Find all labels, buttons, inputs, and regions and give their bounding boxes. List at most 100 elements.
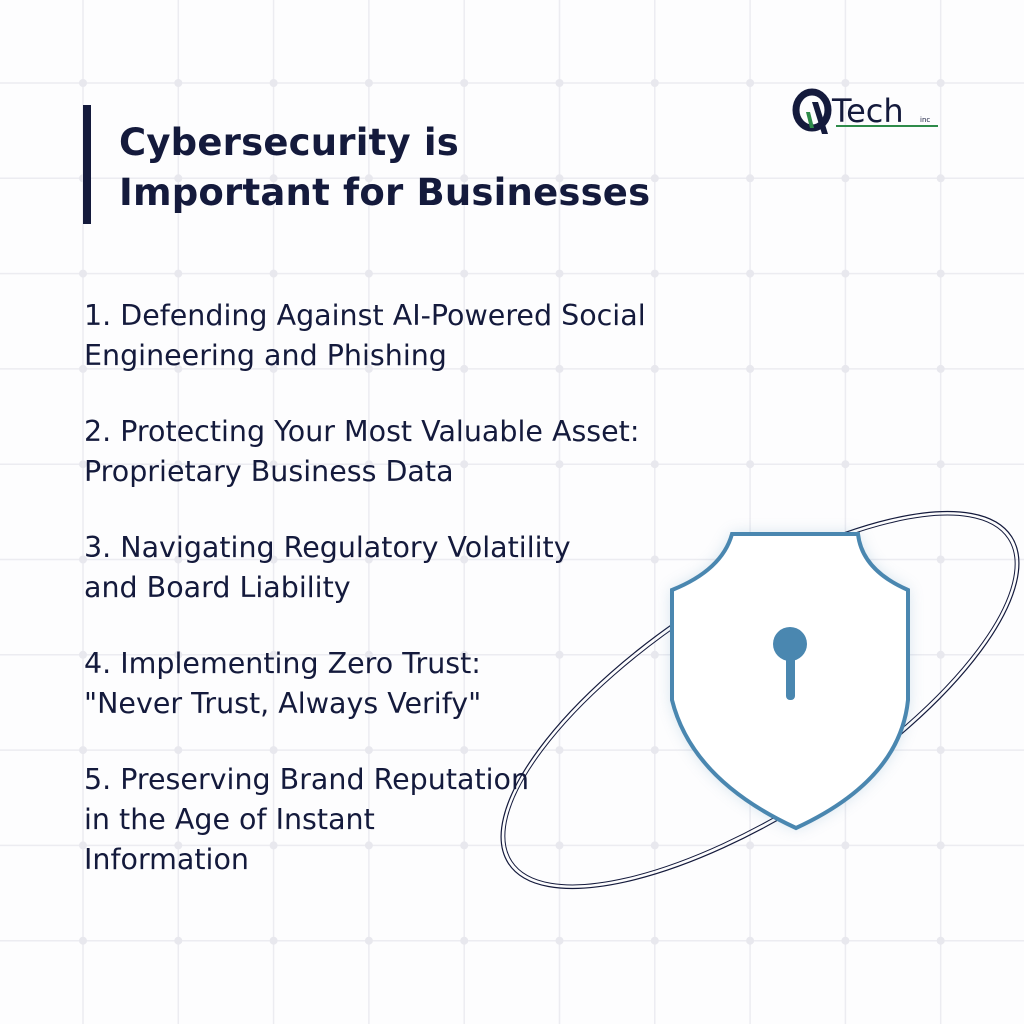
grid-dot xyxy=(460,174,469,183)
grid-dot xyxy=(841,460,850,469)
grid-dot xyxy=(841,936,850,945)
grid-dot xyxy=(79,555,87,564)
grid-dot xyxy=(555,79,564,87)
grid-dot xyxy=(364,555,373,564)
grid-dot xyxy=(555,460,564,469)
title-accent-bar xyxy=(83,105,91,224)
grid-dot xyxy=(841,364,850,373)
grid-dot xyxy=(269,936,278,945)
grid-dot xyxy=(79,364,87,373)
grid-dot xyxy=(936,936,945,945)
grid-dot xyxy=(79,269,87,278)
grid-dot xyxy=(746,460,755,469)
grid-dot xyxy=(174,174,183,183)
grid-dot xyxy=(555,174,564,183)
grid-dot xyxy=(269,555,278,564)
grid-dot xyxy=(460,746,469,755)
grid-dot xyxy=(460,364,469,373)
grid-dot xyxy=(841,555,850,564)
grid-dot xyxy=(174,79,183,87)
grid-dot xyxy=(460,555,469,564)
grid-dot xyxy=(936,269,945,278)
grid-dot xyxy=(936,460,945,469)
grid-dot xyxy=(746,555,755,564)
title-line-2: Important for Businesses xyxy=(119,171,651,214)
grid-dot xyxy=(364,936,373,945)
grid-dot xyxy=(79,936,87,945)
grid-dot xyxy=(460,650,469,659)
grid-dot xyxy=(936,650,945,659)
grid-dot xyxy=(364,364,373,373)
grid-dot xyxy=(269,841,278,850)
grid-dot xyxy=(650,269,659,278)
grid-dot xyxy=(841,841,850,850)
grid-dot xyxy=(269,364,278,373)
grid-dot xyxy=(746,269,755,278)
grid-dot xyxy=(269,174,278,183)
svg-text:inc: inc xyxy=(920,116,930,124)
grid-dot xyxy=(364,174,373,183)
grid-dot xyxy=(555,269,564,278)
grid-dot xyxy=(174,269,183,278)
grid-dot xyxy=(746,174,755,183)
grid-dot xyxy=(364,460,373,469)
svg-text:Tech: Tech xyxy=(831,92,904,130)
grid-dot xyxy=(79,460,87,469)
grid-dot xyxy=(841,269,850,278)
grid-dot xyxy=(650,841,659,850)
grid-dot xyxy=(460,936,469,945)
grid-dot xyxy=(269,746,278,755)
grid-dot xyxy=(79,650,87,659)
grid-dot xyxy=(460,841,469,850)
grid-dot xyxy=(174,364,183,373)
grid-dot xyxy=(650,79,659,87)
page-title: Cybersecurity is Important for Businesse… xyxy=(119,118,650,218)
grid-dot xyxy=(174,555,183,564)
qtech-logo: Tech inc xyxy=(792,84,942,140)
grid-dot xyxy=(555,936,564,945)
grid-dot xyxy=(650,364,659,373)
grid-dot xyxy=(936,746,945,755)
grid-dot xyxy=(269,79,278,87)
grid-dot xyxy=(174,841,183,850)
grid-dot xyxy=(364,746,373,755)
grid-dot xyxy=(936,364,945,373)
grid-dot xyxy=(936,174,945,183)
grid-dot xyxy=(364,841,373,850)
grid-dot xyxy=(269,460,278,469)
list-item: 2. Protecting Your Most Valuable Asset:P… xyxy=(84,415,640,488)
grid-dot xyxy=(650,460,659,469)
grid-dot xyxy=(650,650,659,659)
title-line-1: Cybersecurity is xyxy=(119,121,460,164)
grid-dot xyxy=(79,79,87,87)
grid-dot xyxy=(746,364,755,373)
grid-dot xyxy=(269,269,278,278)
grid-dot xyxy=(650,174,659,183)
grid-dot xyxy=(174,746,183,755)
grid-dot xyxy=(746,650,755,659)
grid-dot xyxy=(555,364,564,373)
grid-dot xyxy=(269,650,278,659)
grid-dot xyxy=(460,460,469,469)
grid-dot xyxy=(460,79,469,87)
grid-dot xyxy=(79,746,87,755)
grid-dot xyxy=(841,79,850,87)
grid-dot xyxy=(841,650,850,659)
grid-dot xyxy=(746,79,755,87)
grid-dot xyxy=(364,650,373,659)
grid-dot xyxy=(650,746,659,755)
grid-dot xyxy=(936,555,945,564)
grid-dot xyxy=(841,746,850,755)
grid-dot xyxy=(650,936,659,945)
grid-dot xyxy=(460,269,469,278)
grid-dot xyxy=(79,841,87,850)
grid-dot xyxy=(746,936,755,945)
grid-dot xyxy=(174,650,183,659)
grid-dot xyxy=(936,79,945,87)
grid-dot xyxy=(174,460,183,469)
grid-dot xyxy=(936,841,945,850)
